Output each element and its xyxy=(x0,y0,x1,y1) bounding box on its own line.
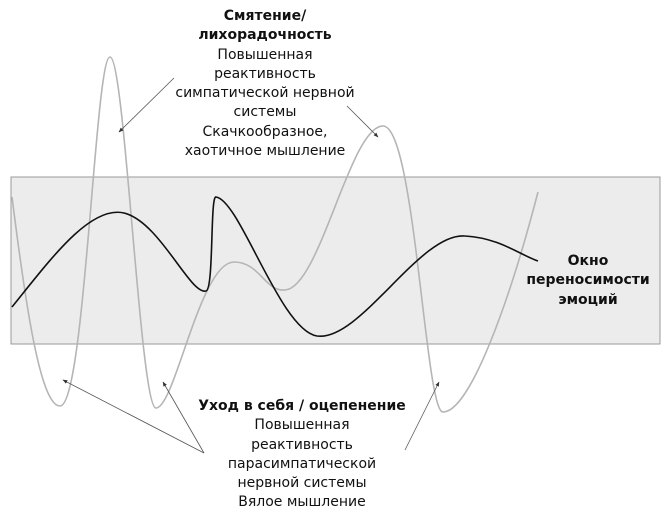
arrow-hypoarousal-3 xyxy=(404,381,440,451)
arrow-hyperarousal-left xyxy=(118,77,175,133)
hyperarousal-text-5: Скачкообразное, xyxy=(202,123,328,140)
hypoarousal-text-4: нервной системы xyxy=(237,475,367,492)
hypoarousal-text-3: парасимпатической xyxy=(227,455,377,472)
arrow-hyperarousal-right xyxy=(346,105,379,138)
window-of-tolerance-label: Окно переносимости эмоций xyxy=(526,252,649,310)
hypoarousal-label: Уход в себя / оцепенение Повышенная реак… xyxy=(198,397,406,513)
arrow-hypoarousal-1 xyxy=(62,379,205,454)
regulated-curve xyxy=(11,196,539,337)
hyperarousal-title-2: лихорадочность xyxy=(198,27,332,44)
hypoarousal-text-1: Повышенная xyxy=(254,417,350,434)
window-label-2: переносимости xyxy=(526,272,650,289)
hyperarousal-text-2: реактивность xyxy=(214,65,316,82)
window-label-1: Окно xyxy=(567,253,609,269)
hyperarousal-text-3: симпатической нервной xyxy=(175,85,355,102)
hypoarousal-text-2: реактивность xyxy=(251,436,353,453)
arrow-hypoarousal-2 xyxy=(162,381,205,454)
window-label-3: эмоций xyxy=(558,291,618,308)
hyperarousal-text-1: Повышенная xyxy=(217,46,313,63)
hyperarousal-text-4: системы xyxy=(233,104,297,121)
hyperarousal-label: Смятение/ лихорадочность Повышенная реак… xyxy=(175,7,354,161)
hypoarousal-title: Уход в себя / оцепенение xyxy=(198,398,406,414)
hyperarousal-title-1: Смятение/ xyxy=(223,8,307,24)
hypoarousal-text-5: Вялое мышление xyxy=(238,494,366,511)
hyperarousal-text-6: хаотичное мышление xyxy=(184,143,346,160)
